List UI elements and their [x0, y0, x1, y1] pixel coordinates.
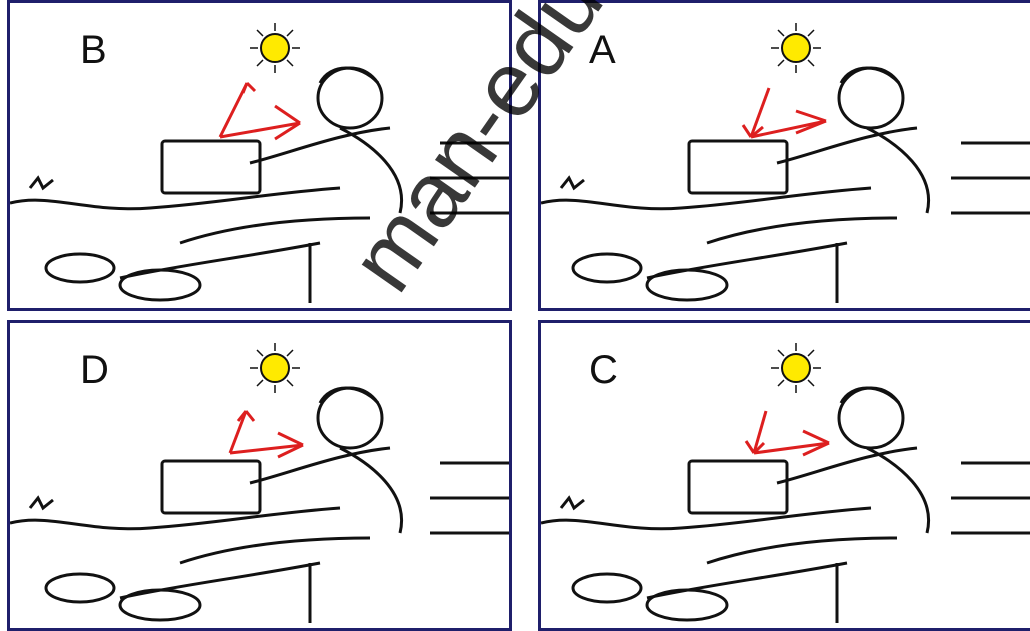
sun-icon — [250, 23, 300, 73]
light-ray-arrows — [743, 88, 826, 137]
boy-reading-drawing — [541, 388, 1030, 623]
scene-illustration — [10, 323, 512, 631]
sun-icon — [771, 23, 821, 73]
light-ray-arrows — [230, 411, 303, 457]
sun-icon — [250, 343, 300, 393]
boy-reading-drawing — [10, 388, 512, 623]
panel-a: A — [538, 0, 1030, 311]
panel-d: D — [7, 320, 512, 631]
scene-illustration — [541, 3, 1030, 311]
panel-b: B — [7, 0, 512, 311]
light-ray-arrows — [220, 83, 300, 139]
scene-illustration — [10, 3, 512, 311]
panel-c: C — [538, 320, 1030, 631]
scene-illustration — [541, 323, 1030, 631]
boy-reading-drawing — [10, 68, 512, 303]
sun-icon — [771, 343, 821, 393]
light-ray-arrows — [746, 411, 829, 455]
boy-reading-drawing — [541, 68, 1030, 303]
